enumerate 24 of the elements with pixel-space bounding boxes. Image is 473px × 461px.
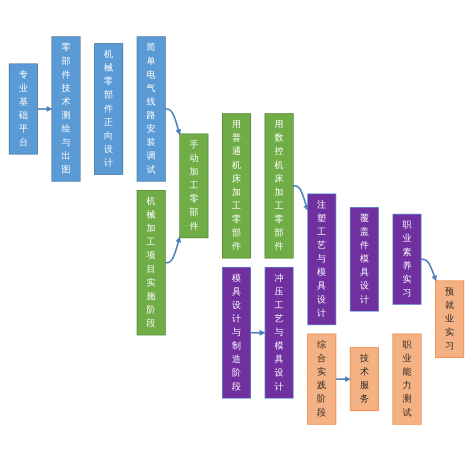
node-box: 简单电气线路安装调试: [136, 36, 166, 182]
node-box: 零部件技术测绘与出图: [51, 36, 81, 182]
node-box: 综合实践阶段: [307, 334, 336, 425]
node-box: 技术服务: [350, 347, 379, 412]
node-box: 模具设计与制造阶段: [222, 266, 252, 399]
node-box: 职业能力测试: [392, 334, 422, 425]
node-box: 职业素养实习: [392, 214, 422, 305]
arrow: [165, 108, 182, 135]
arrow: [336, 376, 350, 382]
node-box: 覆盖件模具设计: [350, 207, 379, 312]
node-box: 冲压工艺与模具设计: [264, 266, 294, 399]
arrow: [38, 106, 52, 112]
node-box: 预就业实习: [435, 280, 464, 358]
node-box: 机械加工项目实施阶段: [136, 190, 166, 336]
arrow: [293, 185, 309, 211]
arrow: [165, 236, 182, 264]
node-box: 注塑工艺与模具设计: [307, 193, 336, 326]
node-box: 手动加工零部件: [179, 134, 208, 238]
arrow: [250, 330, 266, 336]
node-box: 用数控机床加工零部件: [264, 113, 294, 259]
node-box: 用普通机床加工零部件: [222, 113, 252, 259]
node-box: 专业基础平台: [8, 63, 38, 155]
node-box: 机械零部件正向设计: [94, 43, 124, 175]
arrow: [421, 258, 437, 282]
